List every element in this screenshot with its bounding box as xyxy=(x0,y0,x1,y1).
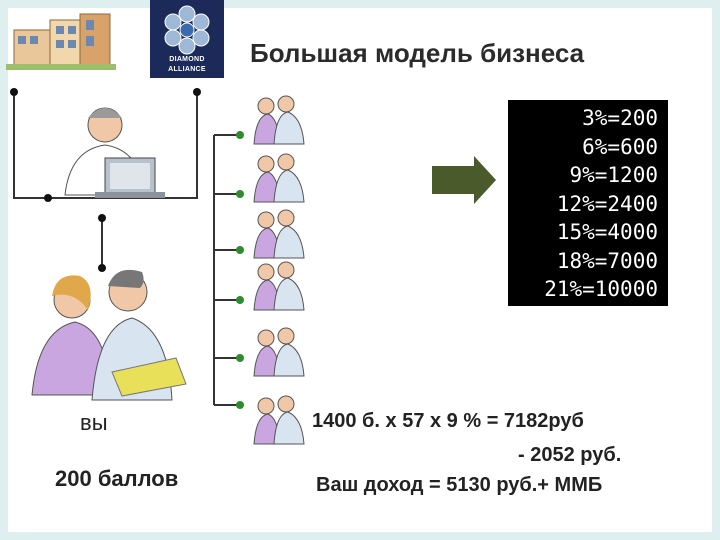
rate-row: 6%=600 xyxy=(582,134,658,159)
node-dot xyxy=(98,264,106,272)
flower-logo-icon xyxy=(164,5,210,55)
team-pair-icon xyxy=(253,95,305,445)
node-dot xyxy=(236,354,244,362)
you-label: вы xyxy=(80,410,108,435)
node-dot xyxy=(236,401,244,409)
right-arrow-icon xyxy=(432,156,496,204)
rate-row: 15%=4000 xyxy=(556,220,658,244)
node-dot xyxy=(236,246,244,254)
node-dot xyxy=(98,214,106,222)
diamond-alliance-logo: DIAMOND ALLIANCE xyxy=(150,0,224,78)
people-reading-icon xyxy=(31,269,187,401)
rate-row: 12%=2400 xyxy=(556,191,658,216)
points-label: 200 баллов xyxy=(55,466,179,491)
calc-line-3: Ваш доход = 5130 руб.+ ММБ xyxy=(316,474,603,496)
man-at-laptop-icon xyxy=(64,107,165,198)
node-dot xyxy=(193,88,201,96)
node-dot xyxy=(236,190,244,198)
node-dot xyxy=(44,194,52,202)
node-dot xyxy=(10,88,18,96)
slide-title: Большая модель бизнеса xyxy=(250,38,585,68)
node-dot xyxy=(236,296,244,304)
node-dot xyxy=(236,131,244,139)
logo-text-line1: DIAMOND xyxy=(169,56,205,63)
rate-row: 21%=10000 xyxy=(544,277,658,301)
logo-text-line2: ALLIANCE xyxy=(168,66,206,73)
rates-table: 3%=200 6%=600 9%=1200 12%=2400 15%=4000 … xyxy=(508,100,668,306)
calc-line-2: - 2052 руб. xyxy=(518,444,622,466)
calc-line-1: 1400 б. х 57 х 9 % = 7182руб xyxy=(312,410,584,432)
office-building-icon xyxy=(6,13,116,70)
right-connector-lines xyxy=(213,134,240,406)
rate-row: 18%=7000 xyxy=(556,248,658,273)
rate-row: 3%=200 xyxy=(582,106,658,130)
rate-row: 9%=1200 xyxy=(569,163,658,187)
